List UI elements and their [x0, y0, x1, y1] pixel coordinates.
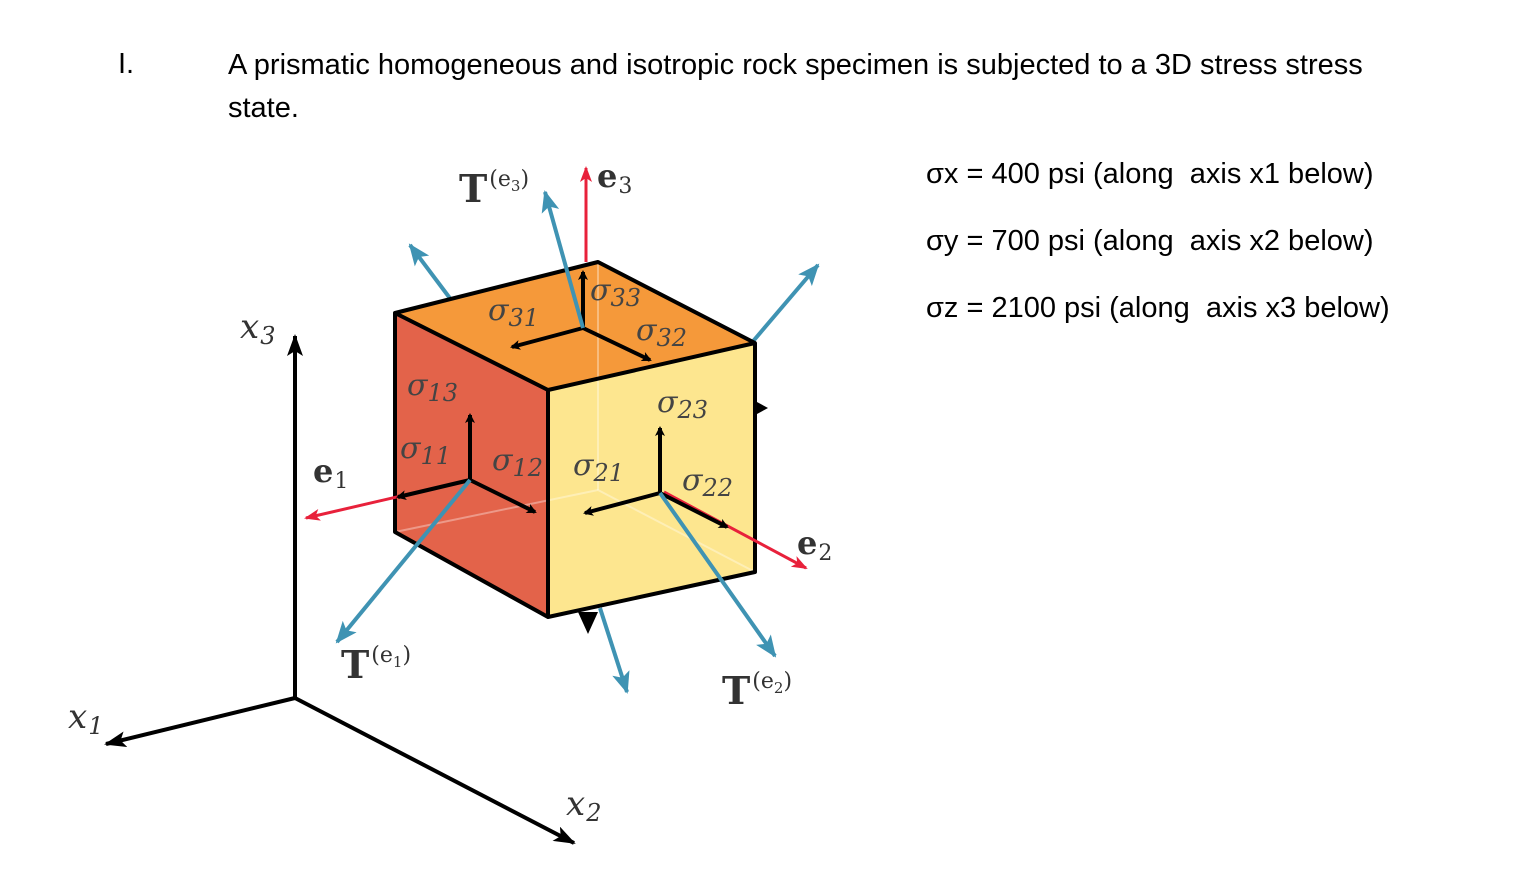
stress-arrow-s22: [659, 491, 729, 529]
given-stresses: σx = 400 psi (along axis x1 below) σy = …: [926, 154, 1390, 355]
e3-label: e3: [597, 157, 632, 199]
stress-arrow-s32: [582, 326, 652, 362]
label-s33: σ33: [590, 273, 641, 312]
label-s12: σ12: [492, 443, 543, 482]
stress-arrows: [396, 270, 729, 529]
label-s11: σ11: [400, 431, 451, 470]
cube-edges: [393, 260, 757, 619]
coordinate-axes: [104, 334, 576, 845]
e2-label: e2: [797, 524, 832, 566]
hidden-arrowhead-bottom: [578, 612, 598, 634]
axis-x2-label: x2: [566, 784, 601, 827]
T-e3-label: T(e3): [459, 166, 529, 211]
T-e1-label: T(e1): [341, 642, 411, 687]
label-s31: σ31: [488, 293, 539, 332]
label-s13: σ13: [407, 368, 458, 407]
stress-arrow-s31: [510, 326, 584, 350]
question-number: I.: [118, 48, 135, 80]
T-e2-label: T(e2): [722, 668, 792, 713]
stress-arrow-s12: [469, 478, 537, 514]
stress-arrow-s21: [583, 491, 661, 516]
axis-x1-line: [104, 696, 296, 748]
hidden-arrowhead-right: [757, 402, 768, 414]
traction-bottom-arrow: [598, 607, 630, 694]
stress-arrow-s11: [396, 478, 471, 501]
question-text: A prismatic homogeneous and isotropic ro…: [228, 49, 1363, 124]
given-sigma-z: σz = 2100 psi (along axis x3 below): [926, 292, 1390, 324]
e1-label: e1: [313, 452, 348, 494]
e2-arrow: [663, 490, 808, 570]
given-sigma-y: σy = 700 psi (along axis x2 below): [926, 225, 1374, 257]
T-e1-arrow: [335, 478, 472, 644]
given-sigma-x: σx = 400 psi (along axis x1 below): [926, 158, 1374, 190]
label-s32: σ32: [636, 313, 687, 352]
axis-x1-label: x1: [68, 697, 103, 740]
label-s22: σ22: [682, 463, 733, 502]
axis-x2-line: [294, 696, 576, 845]
T-e3-arrow: [541, 190, 585, 329]
cube-face-front: [548, 343, 755, 617]
axis-x3-label: x3: [240, 307, 275, 350]
T-e2-arrow: [658, 491, 777, 658]
label-s21: σ21: [573, 448, 624, 487]
label-s23: σ23: [657, 385, 708, 424]
traction-back-left-arrow: [408, 243, 457, 307]
